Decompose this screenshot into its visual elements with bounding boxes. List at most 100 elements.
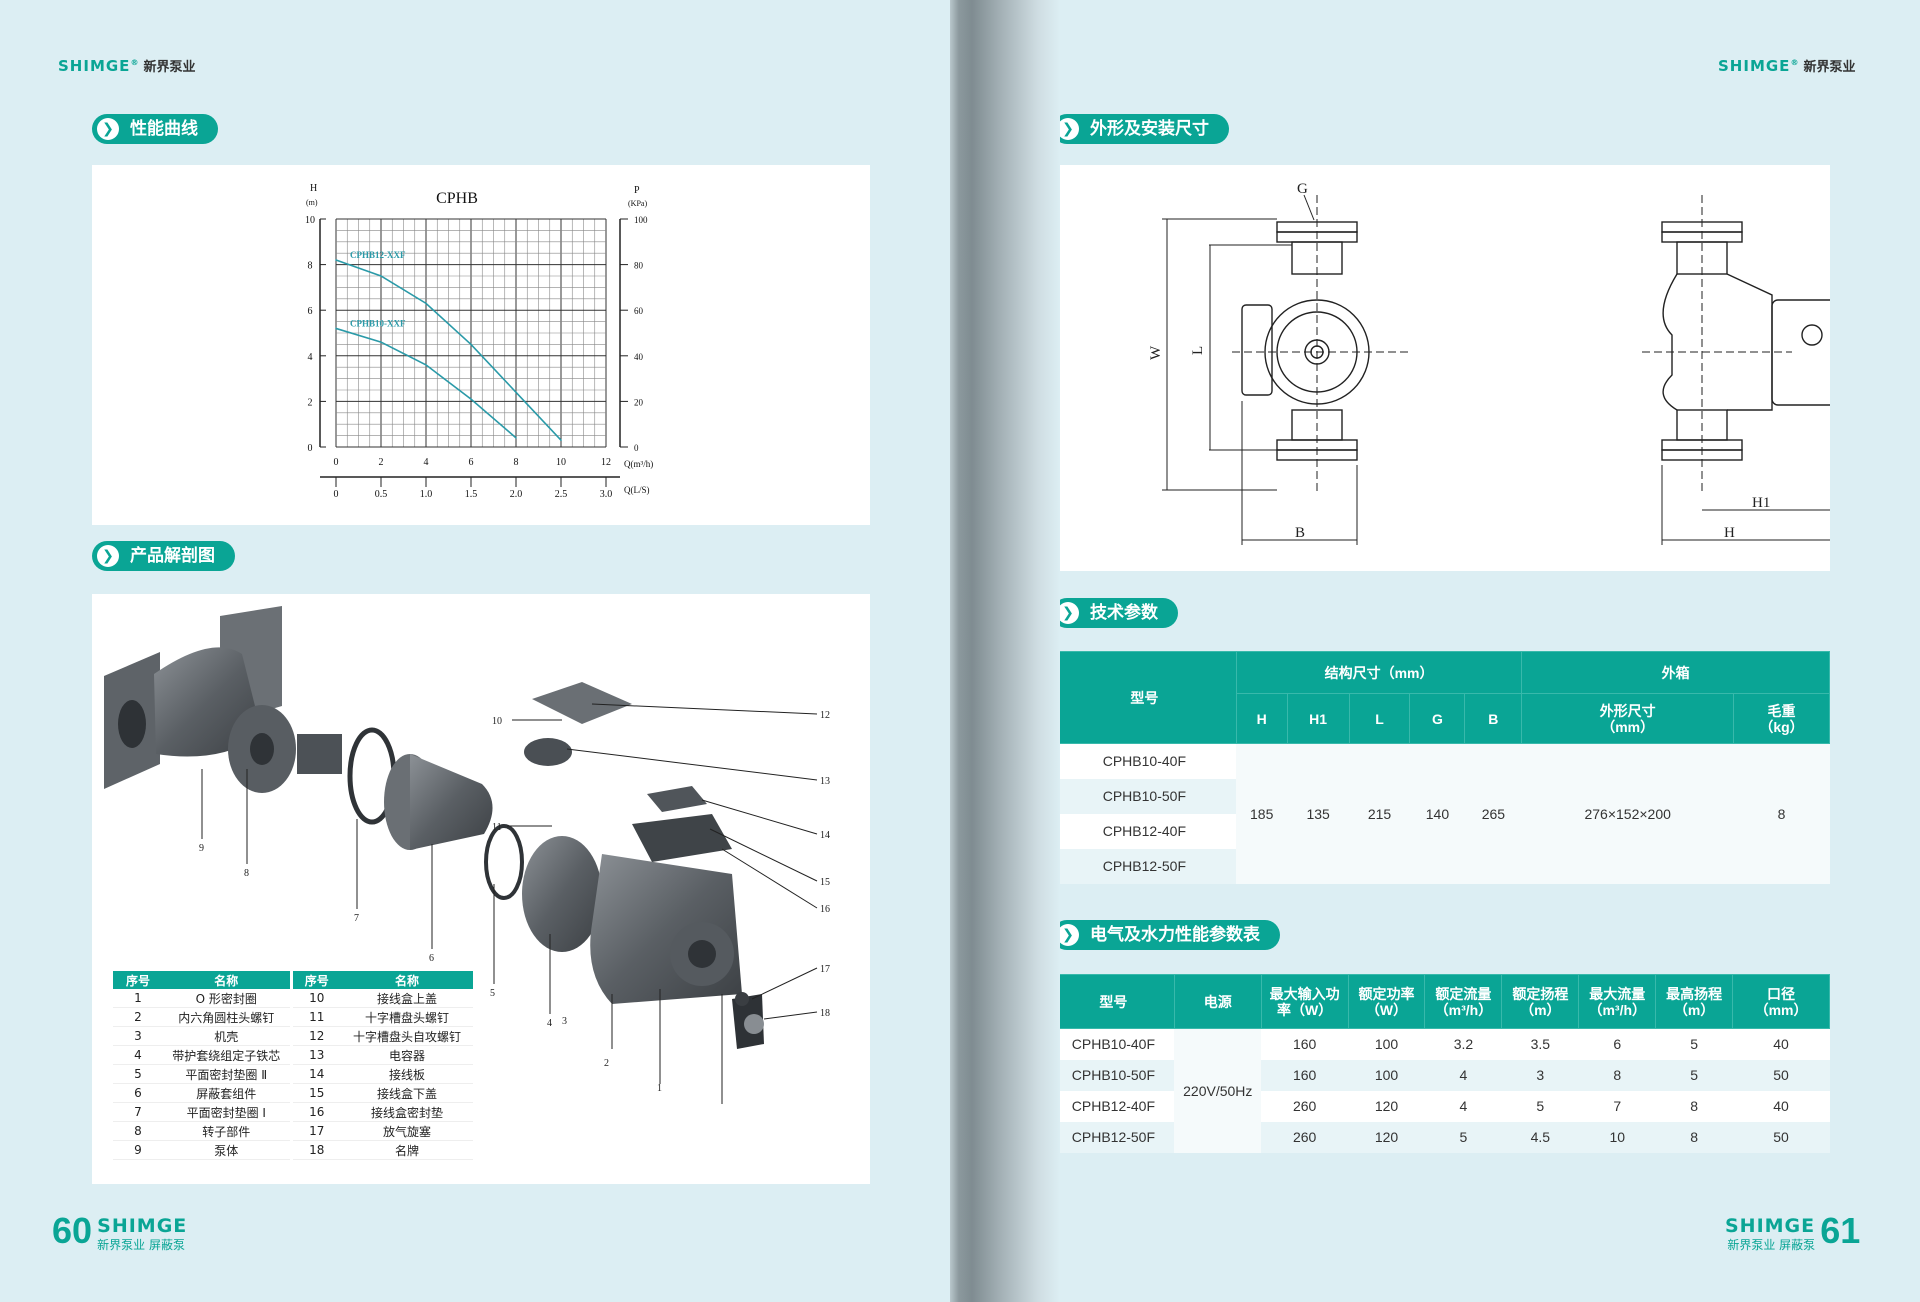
legend-cell-no: 5 bbox=[113, 1064, 163, 1084]
legend-cell-name: 转子部件 bbox=[163, 1121, 291, 1141]
legend-cell-name: 平面密封垫圈 Ⅰ bbox=[163, 1102, 291, 1122]
elec-cell-value: 100 bbox=[1348, 1059, 1425, 1091]
legend-cell-name: 接线板 bbox=[341, 1064, 473, 1084]
elec-cell-value: 120 bbox=[1348, 1090, 1425, 1122]
legend-cell-name: 泵体 bbox=[163, 1140, 291, 1160]
section-title-exploded: ❯产品解剖图 bbox=[92, 541, 235, 571]
callout-8: 8 bbox=[244, 868, 249, 879]
tech-col-l: L bbox=[1348, 693, 1411, 744]
legend-cell-no: 4 bbox=[113, 1045, 163, 1065]
legend-cell-no: 13 bbox=[289, 1045, 341, 1065]
x-tick-label: 2 bbox=[379, 457, 384, 468]
elec-cell-value: 260 bbox=[1261, 1121, 1349, 1153]
section-title-tech: ❯技术参数 bbox=[1052, 598, 1178, 628]
elec-cell-value: 3.5 bbox=[1501, 1028, 1579, 1060]
y2-axis-unit: (KPa) bbox=[628, 199, 647, 208]
tech-value-h: 185 bbox=[1236, 743, 1288, 884]
exploded-view-illustration: 1 2 3 4 5 6 7 8 9 10 11 12 13 14 15 16 1 bbox=[104, 606, 830, 1104]
callout-15: 15 bbox=[820, 877, 830, 888]
elec-header-2: 最大输入功 率（W） bbox=[1260, 974, 1349, 1029]
tech-value-l: 215 bbox=[1349, 743, 1410, 884]
y-tick-label: 6 bbox=[308, 306, 313, 317]
series-point-0 bbox=[560, 439, 562, 441]
tech-col-h1: H1 bbox=[1286, 693, 1350, 744]
y-axis-label: H bbox=[310, 183, 317, 194]
tech-model-2: CPHB10-50F bbox=[1052, 778, 1237, 814]
chevron-right-icon: ❯ bbox=[1057, 924, 1079, 946]
dim-label-g: G bbox=[1297, 181, 1308, 197]
legend-cell-no: 16 bbox=[289, 1102, 341, 1122]
elec-cell-value: 4 bbox=[1424, 1090, 1502, 1122]
elec-cell-model: CPHB12-40F bbox=[1052, 1090, 1175, 1122]
elec-header-5: 额定扬程 （m） bbox=[1501, 974, 1580, 1029]
dimension-drawing: G W L B H1 H bbox=[1148, 181, 1861, 545]
callout-11: 11 bbox=[492, 822, 502, 833]
x-tick-label: 12 bbox=[601, 457, 611, 468]
tech-col-h: H bbox=[1235, 693, 1288, 744]
legend-cell-no: 7 bbox=[113, 1102, 163, 1122]
elec-cell-power: 220V/50Hz bbox=[1174, 1028, 1262, 1153]
legend-cell-name: 电容器 bbox=[341, 1045, 473, 1065]
legend-cell-name: 接线盒下盖 bbox=[341, 1083, 473, 1103]
x-tick-label: 8 bbox=[514, 457, 519, 468]
y-tick-label: 2 bbox=[308, 397, 313, 408]
terminal-board bbox=[647, 786, 707, 812]
page-number: 61 bbox=[1820, 1210, 1861, 1251]
legend-cell-name: 内六角圆柱头螺钉 bbox=[163, 1007, 291, 1027]
footer-tagline: 新界泵业 屏蔽泵 bbox=[1727, 1238, 1816, 1252]
elec-cell-value: 120 bbox=[1348, 1121, 1425, 1153]
callout-1: 1 bbox=[657, 1083, 662, 1094]
y2-tick-label: 80 bbox=[634, 261, 644, 271]
tech-value-h1: 135 bbox=[1287, 743, 1350, 884]
y2-axis-label: P bbox=[634, 185, 640, 196]
tech-params-table: 型号 结构尺寸（mm） 外箱 H H1 L G B 外形尺寸 （mm） 毛重 （… bbox=[1052, 651, 1830, 884]
callout-17: 17 bbox=[820, 964, 830, 975]
series-line-0 bbox=[335, 259, 562, 441]
legend-cell-no: 6 bbox=[113, 1083, 163, 1103]
x2-tick-label: 0.5 bbox=[375, 489, 388, 500]
right-page: SHIMGE®新界泵业 ❯外形及安装尺寸 bbox=[960, 0, 1920, 1302]
legend-cell-name: 带护套绕组定子铁芯 bbox=[163, 1045, 291, 1065]
legend-cell-name: 屏蔽套组件 bbox=[163, 1083, 291, 1103]
legend-cell-name: 十字槽盘头螺钉 bbox=[341, 1007, 473, 1027]
y2-tick-label: 100 bbox=[634, 215, 648, 225]
electric-params-table: 型号电源最大输入功 率（W）额定功率 （W）额定流量 （m³/h）额定扬程 （m… bbox=[1052, 974, 1830, 1153]
callout-3: 3 bbox=[562, 1016, 567, 1027]
elec-cell-value: 40 bbox=[1732, 1028, 1830, 1060]
elec-cell-value: 100 bbox=[1348, 1028, 1425, 1060]
section-title-curve: ❯性能曲线 bbox=[92, 114, 218, 144]
elec-cell-model: CPHB12-50F bbox=[1052, 1121, 1175, 1153]
footer-logo: SHIMGE bbox=[97, 1215, 188, 1237]
legend-cell-no: 15 bbox=[289, 1083, 341, 1103]
series-point-0 bbox=[425, 302, 427, 305]
series-point-0 bbox=[335, 259, 337, 261]
elec-cell-value: 8 bbox=[1655, 1090, 1733, 1122]
tech-col-g: G bbox=[1409, 693, 1466, 744]
x-tick-label: 10 bbox=[556, 457, 566, 468]
y2-tick-label: 40 bbox=[634, 352, 644, 362]
elec-cell-value: 160 bbox=[1261, 1059, 1349, 1091]
callout-5: 5 bbox=[490, 988, 495, 999]
capacitor bbox=[524, 738, 572, 766]
tech-col-weight: 毛重 （kg） bbox=[1733, 693, 1830, 744]
legend-cell-name: 接线盒密封垫 bbox=[341, 1102, 473, 1122]
callout-7: 7 bbox=[354, 913, 359, 924]
legend-cell-no: 9 bbox=[113, 1140, 163, 1160]
chevron-right-icon: ❯ bbox=[1057, 118, 1079, 140]
y-tick-label: 10 bbox=[305, 215, 315, 226]
legend-header-no: 序号 bbox=[113, 971, 163, 989]
callout-2: 2 bbox=[604, 1058, 609, 1069]
terminal-box-cover bbox=[532, 682, 632, 724]
x-tick-label: 0 bbox=[334, 457, 339, 468]
chart-title: CPHB bbox=[436, 190, 478, 207]
